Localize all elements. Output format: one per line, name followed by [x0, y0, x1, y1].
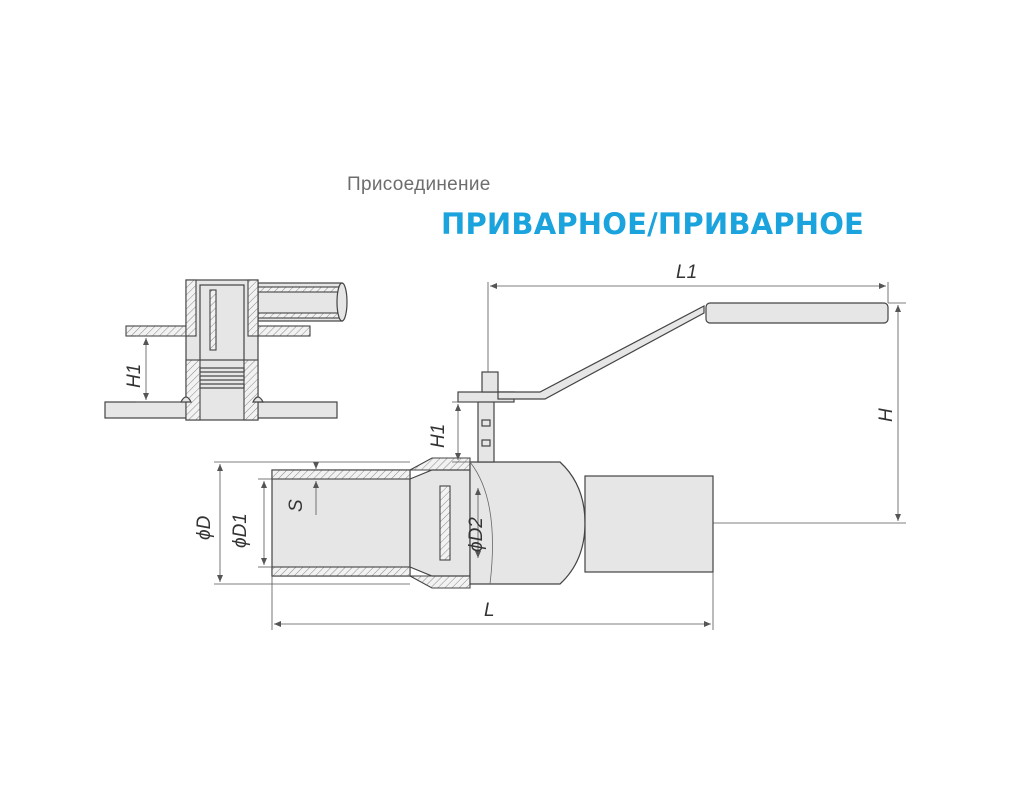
- seat-ring: [439, 485, 451, 561]
- valve-body: [469, 461, 586, 585]
- dim-L1: L1: [676, 262, 697, 283]
- dim-D: ϕD: [194, 515, 215, 540]
- connection-type-title: ПРИВАРНОЕ/ПРИВАРНОЕ: [441, 207, 865, 241]
- left-pipe: [271, 469, 411, 577]
- handle-lever: [497, 305, 705, 400]
- detail-dim-H1: H1: [124, 364, 145, 388]
- ball-valve: L1 H H1 ϕD ϕD1 S ϕD2 L: [194, 262, 906, 630]
- right-pipe: [584, 475, 714, 573]
- dim-S: S: [286, 499, 307, 512]
- detail-view: H1: [104, 279, 348, 421]
- dim-D1: ϕD1: [230, 513, 251, 548]
- stem-nut: [481, 371, 499, 393]
- dim-H1: H1: [428, 424, 449, 448]
- dim-H: H: [876, 408, 897, 422]
- handle-grip: [705, 302, 889, 324]
- connection-subtitle: Присоединение: [347, 174, 491, 195]
- dim-L: L: [484, 600, 495, 621]
- detail-stem: [199, 284, 245, 361]
- detail-upper-plate-right: [257, 325, 311, 337]
- valve-stem: [477, 394, 495, 463]
- dim-D2: ϕD2: [466, 517, 487, 552]
